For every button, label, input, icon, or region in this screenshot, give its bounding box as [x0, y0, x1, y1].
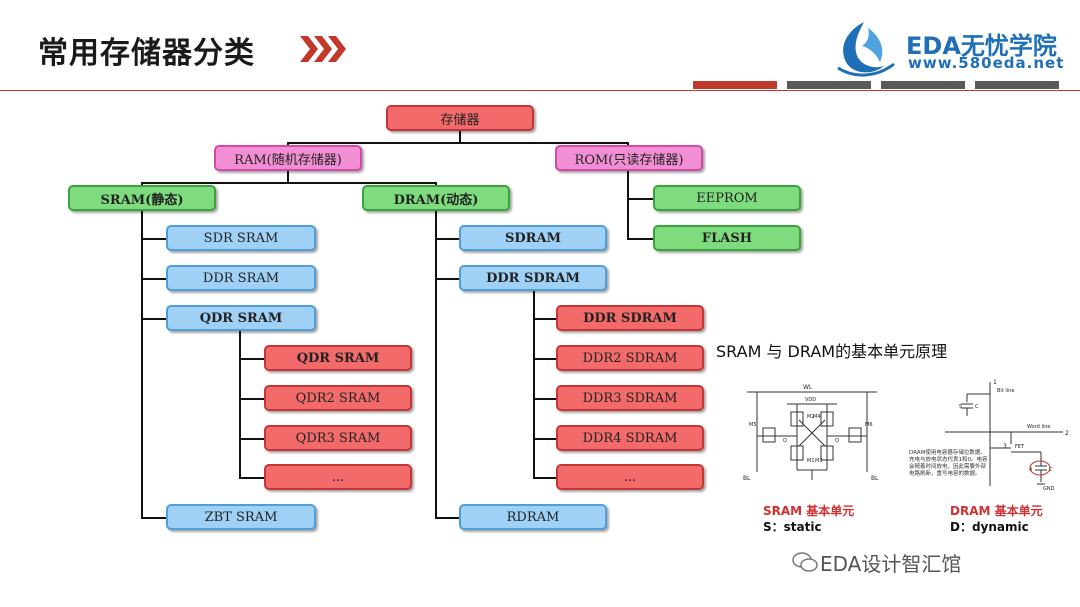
chevrons-icon	[300, 36, 346, 62]
node-ddr-more: ...	[556, 464, 704, 490]
sram-label-m1: M1	[807, 458, 815, 464]
connector	[627, 171, 629, 240]
connector	[533, 438, 557, 440]
node-dram: DRAM(动态)	[362, 185, 510, 211]
connector	[627, 238, 655, 240]
page-title: 常用存储器分类	[38, 36, 255, 71]
connector	[627, 198, 655, 200]
logo-icon	[837, 22, 895, 77]
node-qdr3-sram: QDR3 SRAM	[264, 425, 412, 451]
header-bar-gray-3	[975, 81, 1059, 89]
node-qdr-sram: QDR SRAM	[166, 305, 316, 331]
sram-label-vdd: VDD	[805, 397, 816, 403]
dram-cell-subtitle: D：dynamic	[950, 520, 1029, 534]
cells-caption: SRAM 与 DRAM的基本单元原理	[716, 342, 948, 361]
connector	[533, 358, 557, 360]
dram-cap: C	[1049, 467, 1053, 473]
dram-gnd: GND	[1043, 486, 1055, 492]
node-root: 存储器	[386, 105, 534, 131]
connector	[141, 318, 167, 320]
sram-label-m4: M4	[813, 414, 821, 420]
connector	[459, 131, 461, 143]
node-ddr-sram: DDR SRAM	[166, 265, 316, 291]
header-divider	[0, 90, 1080, 91]
node-ddr-sdram: DDR SDRAM	[459, 265, 607, 291]
sram-label-q-bar: Q	[783, 438, 787, 444]
logo-name: EDA无忧学院	[906, 32, 1057, 60]
connector	[435, 238, 461, 240]
connector	[287, 171, 289, 183]
node-ddr2-sdram: DDR2 SDRAM	[556, 345, 704, 371]
node-ddr4-sdram: DDR4 SDRAM	[556, 425, 704, 451]
sram-label-bl: BL	[871, 475, 879, 482]
connector	[239, 358, 265, 360]
dram-num-3: 3	[1003, 443, 1007, 450]
sram-label-wl: WL	[803, 384, 813, 391]
node-rdram: RDRAM	[459, 504, 607, 530]
header-bar-red	[693, 81, 777, 89]
node-rom: ROM(只读存储器)	[555, 145, 703, 171]
connector	[239, 398, 265, 400]
node-ddr-sdram-child: DDR SDRAM	[556, 305, 704, 331]
sram-label-m5: M5	[749, 422, 757, 428]
connector	[141, 182, 437, 184]
connector	[141, 211, 143, 519]
sram-label-bl-bar: BL	[743, 475, 751, 482]
connector	[533, 477, 557, 479]
connector	[239, 438, 265, 440]
dram-bit-line: Bit line	[997, 388, 1014, 394]
watermark: EDA设计智汇馆	[820, 552, 962, 576]
node-sdram: SDRAM	[459, 225, 607, 251]
dram-cap-5: C	[975, 404, 979, 410]
sram-cell-subtitle: S：static	[763, 520, 822, 534]
connector	[627, 142, 629, 146]
sram-cell-title: SRAM 基本单元	[763, 504, 855, 518]
connector	[435, 517, 461, 519]
dram-num-1: 1	[993, 379, 997, 386]
connector	[533, 291, 535, 479]
connector	[287, 142, 629, 144]
dram-num-2: 2	[1065, 430, 1069, 437]
sram-label-q: Q	[835, 438, 839, 444]
dram-note: DRAM使用电容器存储位数据。充电与放电状态代表1和0。电容会随着时间放电，因此…	[909, 450, 988, 477]
logo-url: www.580eda.net	[908, 54, 1065, 72]
dram-num-4: 4	[1029, 467, 1032, 473]
dram-cell-title: DRAM 基本单元	[950, 504, 1043, 518]
node-qdr-sram-child: QDR SRAM	[264, 345, 412, 371]
dram-cell-schematic: 1 Bit line Word line 2 3 FET 4 C 5 C GND	[945, 379, 1069, 492]
connector	[141, 517, 167, 519]
connector	[435, 278, 461, 280]
dram-num-5: 5	[959, 404, 962, 410]
node-ram: RAM(随机存储器)	[214, 145, 362, 171]
node-sdr-sram: SDR SRAM	[166, 225, 316, 251]
connector	[141, 278, 167, 280]
connector	[239, 331, 241, 479]
connector	[141, 238, 167, 240]
connector	[533, 318, 557, 320]
wechat-icon	[792, 552, 818, 572]
sram-label-m3: M3	[815, 458, 823, 464]
header-bar-gray-1	[787, 81, 871, 89]
dram-word-line: Word line	[1027, 424, 1050, 430]
node-qdr2-sram: QDR2 SRAM	[264, 385, 412, 411]
dram-fet: FET	[1015, 444, 1025, 450]
sram-cell-schematic: WL VDD BL BL M2 M4 M1 M3 M5 M6 Q Q	[743, 384, 879, 482]
connector	[287, 142, 289, 146]
header-bar-gray-2	[881, 81, 965, 89]
sram-label-m6: M6	[865, 422, 873, 428]
node-ddr3-sdram: DDR3 SDRAM	[556, 385, 704, 411]
sram-label-m2: M2	[807, 414, 815, 420]
connector	[239, 477, 265, 479]
node-sram: SRAM(静态)	[68, 185, 216, 211]
connector	[533, 398, 557, 400]
node-zbt-sram: ZBT SRAM	[166, 504, 316, 530]
connector	[435, 182, 437, 186]
node-qdr-more: ...	[264, 464, 412, 490]
connector	[141, 182, 143, 186]
node-eeprom: EEPROM	[653, 185, 801, 211]
node-flash: FLASH	[653, 225, 801, 251]
connector	[435, 211, 437, 519]
